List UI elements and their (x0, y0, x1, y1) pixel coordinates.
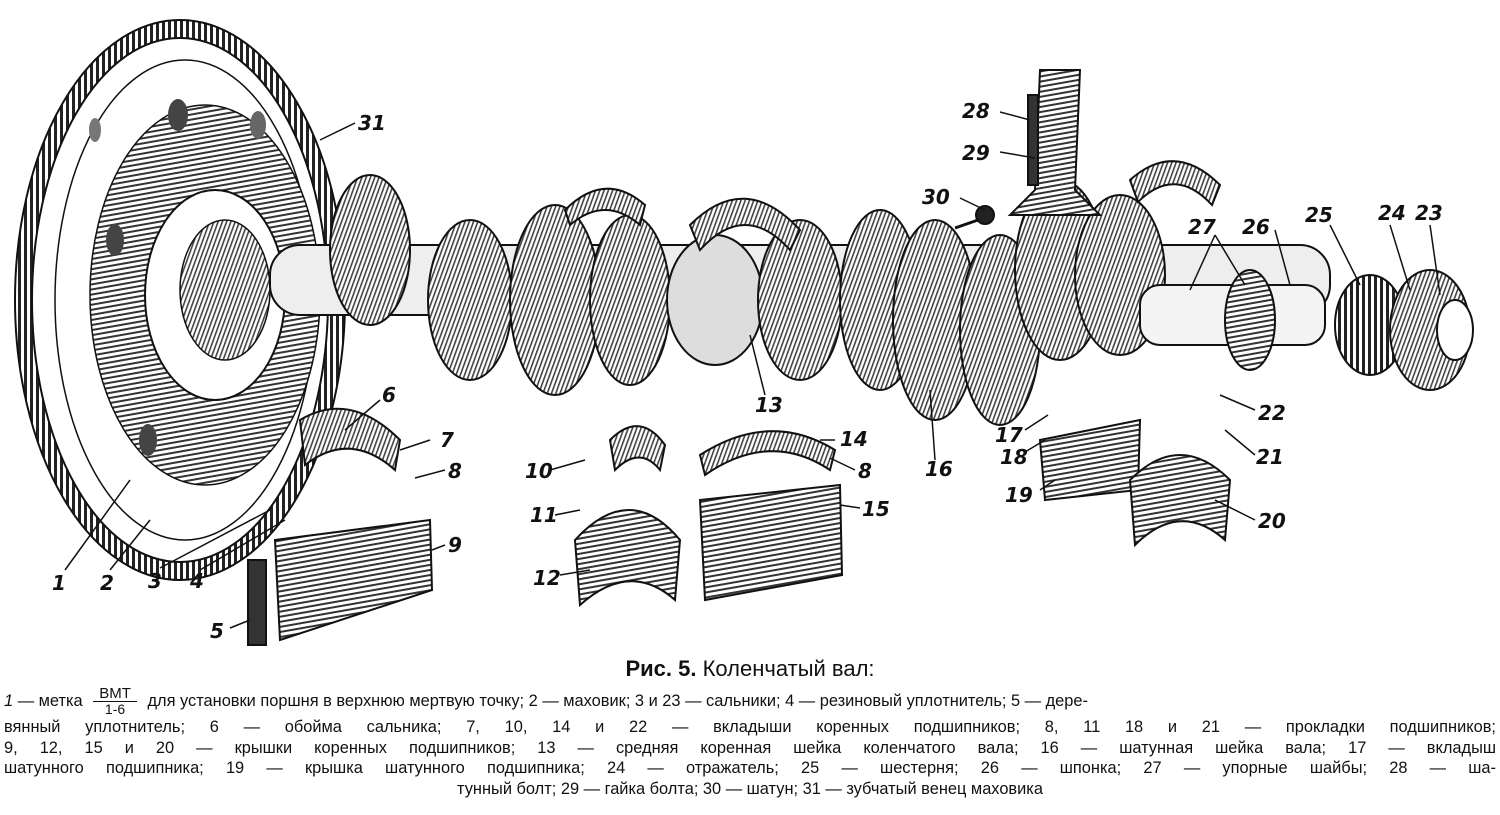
legend-line-1: 1 — метка ВМТ 1-6 для установки поршня в… (4, 686, 1496, 717)
legend-item-1-label: — метка (17, 691, 83, 710)
callout-14: 14 (840, 427, 868, 451)
callout-19: 19 (1005, 483, 1033, 507)
callout-15: 15 (862, 497, 890, 521)
caption-prefix: Рис. 5. (625, 656, 697, 681)
callout-4: 4 (189, 569, 204, 593)
bearing-shells (563, 160, 1222, 252)
legend-item-1-number: 1 (4, 691, 14, 710)
callout-24: 24 (1378, 201, 1406, 225)
callout-8b: 8 (858, 459, 872, 483)
callout-11: 11 (530, 503, 558, 527)
callout-6: 6 (382, 383, 396, 407)
callout-5: 5 (210, 619, 224, 643)
callout-31: 31 (358, 111, 386, 135)
callout-7: 7 (440, 428, 454, 452)
callout-13: 13 (755, 393, 783, 417)
crankshaft (269, 174, 1331, 426)
legend-line-3: 9, 12, 15 и 20 — крышки коренных подшипн… (4, 738, 1496, 757)
legend-line-1-rest: для установки поршня в верхнюю мертвую т… (147, 691, 1088, 710)
callout-23: 23 (1415, 201, 1443, 225)
connecting-rod (954, 69, 1103, 230)
figure-legend: 1 — метка ВМТ 1-6 для установки поршня в… (4, 686, 1496, 799)
callout-27: 27 (1188, 215, 1216, 239)
legend-line-2: вянный уплотнитель; 6 — обойма сальника;… (4, 718, 1496, 736)
fraction-numerator: ВМТ (93, 686, 137, 702)
fraction-denominator: 1-6 (104, 701, 126, 717)
callout-26: 26 (1242, 215, 1270, 239)
callout-3: 3 (148, 569, 162, 593)
callout-9: 9 (448, 533, 462, 557)
callout-8a: 8 (448, 459, 462, 483)
flywheel (14, 19, 346, 581)
callout-labels: 1 2 3 4 5 6 7 8 9 10 11 12 13 14 8 15 16… (52, 99, 1443, 643)
callout-21: 21 (1256, 445, 1284, 469)
callout-17: 17 (995, 423, 1023, 447)
caption-title-text: Коленчатый вал: (702, 656, 875, 681)
callout-18: 18 (1000, 445, 1028, 469)
callout-30: 29 (962, 141, 990, 165)
callout-25: 25 (1305, 203, 1333, 227)
legend-line-4: шатунного подшипника; 19 — крышка шатунн… (4, 759, 1496, 777)
figure-caption: Рис. 5. Коленчатый вал: (0, 656, 1500, 682)
legend-line-5: тунный болт; 29 — гайка болта; 30 — шату… (457, 779, 1043, 798)
callout-28: 28 (962, 99, 990, 123)
callout-16: 16 (925, 457, 953, 481)
gear-and-reflector (1334, 269, 1474, 391)
callout-1: 1 (52, 571, 66, 595)
leader-lines (64, 111, 1441, 629)
bearing-caps (247, 407, 1232, 646)
callout-2: 2 (100, 571, 114, 595)
crankshaft-exploded-illustration: 1 2 3 4 5 6 7 8 9 10 11 12 13 14 8 15 16… (14, 19, 1474, 646)
callout-12: 12 (533, 566, 561, 590)
callout-29: 30 (922, 185, 950, 209)
callout-20: 20 (1258, 509, 1286, 533)
callout-22: 22 (1258, 401, 1286, 425)
tdc-mark-fraction: ВМТ 1-6 (93, 686, 137, 717)
callout-10: 10 (525, 459, 553, 483)
